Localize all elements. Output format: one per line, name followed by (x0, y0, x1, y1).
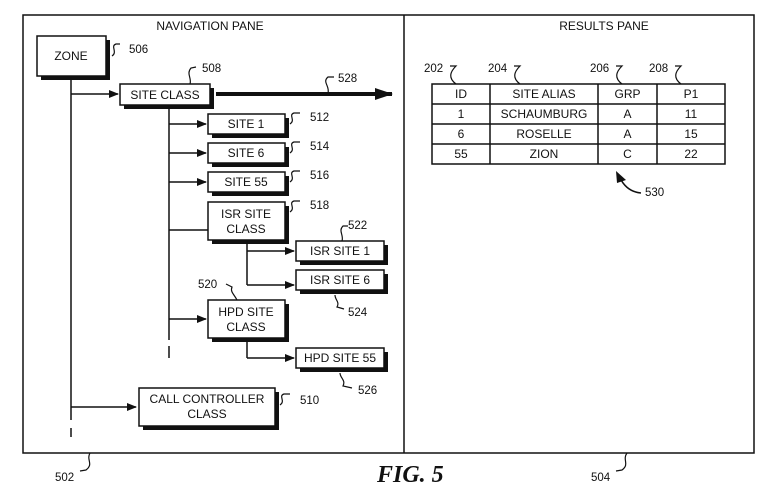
column-header: ID (455, 87, 467, 101)
ref-510: 510 (300, 395, 319, 407)
leader-510 (279, 393, 290, 406)
table-cell: SCHAUMBURG (501, 107, 588, 121)
ref-530: 530 (645, 187, 664, 199)
ref-506: 506 (129, 44, 148, 56)
isr-site-1-label: ISR SITE 1 (310, 244, 370, 258)
tree-node-site-1[interactable]: SITE 1 (207, 113, 289, 138)
column-header: GRP (614, 87, 640, 101)
tree-node-site-6[interactable]: SITE 6 (207, 142, 289, 167)
table-cell: ZION (530, 147, 559, 161)
tree-node-isr-site-6[interactable]: ISR SITE 6 (295, 269, 388, 294)
site-class-label: SITE CLASS (130, 88, 199, 102)
leader-508 (188, 66, 197, 85)
results-pane-title: RESULTS PANE (559, 19, 649, 33)
tree-node-zone[interactable]: ZONE (36, 35, 110, 80)
isr-site-6-label: ISR SITE 6 (310, 273, 370, 287)
arrow-530-head (616, 171, 626, 183)
site-1-label: SITE 1 (228, 117, 265, 131)
ref-520: 520 (198, 279, 217, 291)
ref-512: 512 (310, 112, 329, 124)
table-cell: 1 (458, 107, 465, 121)
leader-528 (325, 76, 334, 94)
ref-516: 516 (310, 170, 329, 182)
column-header: SITE ALIAS (512, 87, 575, 101)
leader-526 (339, 372, 353, 389)
ref-508: 508 (202, 63, 221, 75)
navigation-pane-title: NAVIGATION PANE (156, 19, 263, 33)
tree-node-isr-site-1[interactable]: ISR SITE 1 (295, 240, 388, 265)
leader-504 (615, 452, 628, 472)
tree-node-hpd-site-55[interactable]: HPD SITE 55 (295, 347, 388, 372)
table-cell: 22 (684, 147, 698, 161)
column-ref-leader (675, 65, 683, 85)
leader-520 (225, 283, 238, 301)
hpd-site-class-label-line2: CLASS (226, 320, 265, 334)
column-ref-208: 208 (649, 63, 668, 75)
isr-site-class-label-line2: CLASS (226, 222, 265, 236)
outer-frame (22, 14, 755, 454)
table-cell: ROSELLE (516, 127, 571, 141)
ref-504: 504 (591, 472, 611, 484)
column-ref-202: 202 (424, 63, 443, 75)
column-ref-leader (450, 65, 458, 85)
table-cell: A (623, 127, 631, 141)
leader-506 (111, 43, 120, 57)
site-6-label: SITE 6 (228, 146, 265, 160)
ref-524: 524 (348, 307, 368, 319)
tree-node-site-class[interactable]: SITE CLASS (119, 83, 214, 109)
column-ref-206: 206 (590, 63, 609, 75)
site-55-label: SITE 55 (224, 175, 268, 189)
hpd-site-55-label: HPD SITE 55 (304, 351, 376, 365)
ref-528: 528 (338, 73, 357, 85)
call-controller-class-label-line1: CALL CONTROLLER (150, 392, 265, 406)
ref-526: 526 (358, 385, 377, 397)
ref-514: 514 (310, 141, 330, 153)
tree-node-isr-site-class[interactable]: ISR SITE CLASS (207, 201, 289, 244)
leader-512 (289, 112, 300, 125)
leader-522 (340, 225, 348, 242)
leader-518 (289, 200, 300, 213)
column-header: P1 (684, 87, 699, 101)
figure-label: FIG. 5 (376, 462, 444, 488)
ref-522: 522 (348, 220, 367, 232)
column-ref-leader (514, 65, 522, 85)
ref-502: 502 (55, 472, 74, 484)
zone-label: ZONE (54, 49, 87, 63)
table-cell: A (623, 107, 631, 121)
leader-516 (289, 170, 300, 183)
tree-node-site-55[interactable]: SITE 55 (207, 171, 289, 196)
table-cell: 55 (454, 147, 468, 161)
isr-site-class-label-line1: ISR SITE (221, 207, 271, 221)
table-cell: 15 (684, 127, 698, 141)
tree-node-call-controller-class[interactable]: CALL CONTROLLER CLASS (138, 387, 279, 430)
tree-node-hpd-site-class[interactable]: HPD SITE CLASS (207, 299, 289, 342)
leader-502 (79, 452, 91, 472)
table-cell: 11 (685, 107, 698, 121)
leader-514 (289, 141, 300, 154)
column-ref-leader (616, 65, 624, 85)
leader-524 (334, 294, 345, 310)
table-cell: C (623, 147, 632, 161)
ref-518: 518 (310, 200, 329, 212)
call-controller-class-label-line2: CLASS (187, 407, 226, 421)
table-cell: 6 (458, 127, 465, 141)
hpd-site-class-label-line1: HPD SITE (218, 305, 273, 319)
column-ref-204: 204 (488, 63, 508, 75)
